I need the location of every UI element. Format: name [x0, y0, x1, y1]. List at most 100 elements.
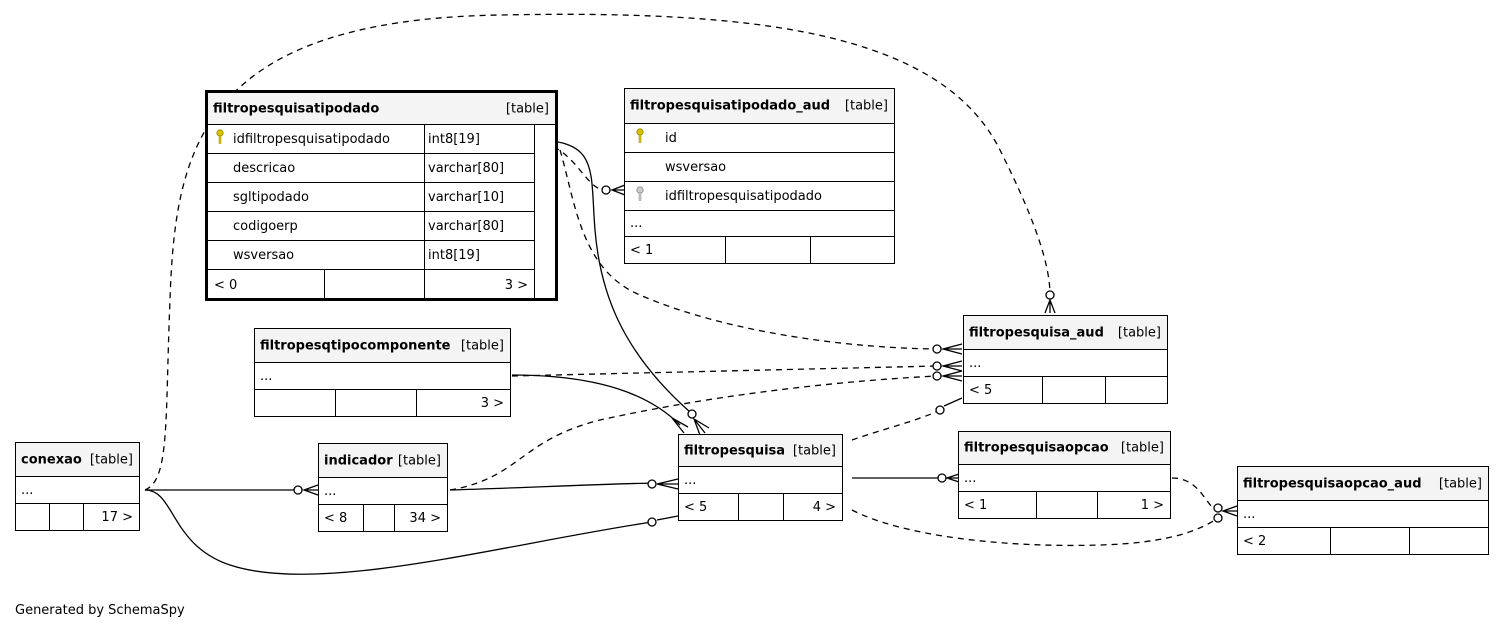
- table-name: indicador: [324, 453, 393, 468]
- parents-count: < 5: [684, 499, 708, 515]
- table-type: [table]: [844, 98, 888, 114]
- ellipsis: ...: [1243, 506, 1256, 522]
- column-name: wsversao: [665, 159, 727, 175]
- table-filtropesquisatipodado[interactable]: filtropesquisatipodado [table] idfiltrop…: [205, 90, 558, 301]
- edge-tipocomponente-to-pesquisa: [511, 374, 681, 426]
- table-footer: 3 >: [255, 390, 510, 416]
- ellipsis-row: ...: [255, 363, 510, 390]
- column-name: idfiltropesquisatipodado: [665, 188, 822, 204]
- primary-key-icon: [635, 128, 645, 148]
- table-footer: < 1: [625, 237, 894, 263]
- table-type: [table]: [1120, 440, 1164, 456]
- children-count: [1409, 528, 1488, 554]
- table-type: [table]: [1438, 476, 1482, 491]
- column-name: codigoerp: [233, 218, 298, 234]
- parents-count: < 8: [324, 510, 348, 526]
- table-type: [table]: [792, 443, 836, 458]
- parents-count: < 1: [964, 497, 988, 513]
- column-row: codigoerp varchar[80]: [208, 212, 534, 241]
- children-count: [810, 237, 894, 263]
- foreign-key-icon: [635, 186, 645, 206]
- ellipsis-row: ...: [964, 350, 1167, 377]
- column-name: sgltipodado: [233, 189, 309, 205]
- table-header: conexao [table]: [16, 443, 139, 477]
- ellipsis: ...: [21, 482, 34, 498]
- children-count: 34 >: [409, 510, 441, 526]
- edge-indicador-to-pesquisa: [449, 482, 656, 491]
- table-footer: < 5: [964, 377, 1167, 403]
- column-row: id: [625, 124, 894, 153]
- ellipsis-row: ...: [319, 478, 447, 505]
- table-header: filtropesquisatipodado [table]: [208, 93, 555, 125]
- column-type: varchar[80]: [428, 218, 505, 234]
- table-footer: < 5 4 >: [679, 494, 842, 520]
- table-filtropesquisa-aud[interactable]: filtropesquisa_aud [table] ... < 5: [963, 315, 1168, 404]
- table-header: indicador [table]: [319, 444, 447, 478]
- table-type: [table]: [397, 453, 441, 468]
- table-footer: < 8 34 >: [319, 505, 447, 531]
- table-header: filtropesquisaopcao [table]: [959, 432, 1170, 465]
- table-footer: 17 >: [16, 504, 139, 530]
- parents-count: < 0: [214, 277, 238, 293]
- table-header: filtropesquisaopcao_aud [table]: [1238, 467, 1488, 501]
- column-row: idfiltropesquisatipodado: [625, 182, 894, 211]
- table-indicador[interactable]: indicador [table] ... < 8 34 >: [318, 443, 448, 532]
- table-filtropesquisaopcao[interactable]: filtropesquisaopcao [table] ... < 1 1 >: [958, 431, 1171, 519]
- parents-count: < 1: [630, 242, 654, 258]
- column-name: wsversao: [233, 247, 295, 263]
- column-type: varchar[80]: [428, 160, 505, 176]
- table-type: [table]: [1117, 325, 1161, 340]
- children-count: [1105, 377, 1167, 403]
- table-footer: < 0 3 >: [208, 270, 534, 300]
- table-header: filtropesquisa_aud [table]: [964, 316, 1167, 350]
- table-filtropesquisaopcao-aud[interactable]: filtropesquisaopcao_aud [table] ... < 2: [1237, 466, 1489, 555]
- table-type: [table]: [505, 101, 549, 116]
- ellipsis-row: ...: [1238, 501, 1488, 528]
- table-name: filtropesquisatipodado_aud: [630, 98, 831, 114]
- ellipsis-row: ...: [16, 477, 139, 504]
- table-type: [table]: [460, 338, 504, 353]
- ellipsis: ...: [684, 472, 697, 488]
- ellipsis-row: ...: [959, 465, 1170, 492]
- table-filtropesqtipocomponente[interactable]: filtropesqtipocomponente [table] ... 3 >: [254, 328, 511, 417]
- table-name: filtropesquisatipodado: [213, 101, 380, 116]
- column-type: int8[19]: [428, 131, 480, 147]
- table-name: conexao: [21, 452, 82, 467]
- edge-opcao-to-opcao-aud: [1171, 477, 1219, 513]
- ellipsis-row: ...: [625, 211, 894, 237]
- children-count: 17 >: [101, 509, 133, 525]
- children-count: 3 >: [504, 277, 528, 293]
- table-header: filtropesquisa [table]: [679, 435, 842, 467]
- primary-key-icon: [215, 129, 225, 149]
- column-row: sgltipodado varchar[10]: [208, 183, 534, 212]
- column-row: descricao varchar[80]: [208, 154, 534, 183]
- column-name: descricao: [233, 160, 296, 176]
- parents-count: < 2: [1243, 533, 1267, 549]
- table-header: filtropesquisatipodado_aud [table]: [625, 89, 894, 124]
- ellipsis: ...: [630, 216, 643, 231]
- table-filtropesquisa[interactable]: filtropesquisa [table] ... < 5 4 >: [678, 434, 843, 521]
- table-header: filtropesqtipocomponente [table]: [255, 329, 510, 363]
- table-name: filtropesquisa: [684, 443, 786, 458]
- column-type: int8[19]: [428, 247, 480, 263]
- edge-tipocomponente-to-pesquisa-aud: [511, 365, 938, 377]
- column-type: varchar[10]: [428, 189, 505, 205]
- edge-pesquisa-to-pesquisa-aud: [851, 409, 941, 441]
- ellipsis: ...: [260, 368, 273, 384]
- table-name: filtropesquisaopcao: [964, 440, 1109, 456]
- generated-by-footer: Generated by SchemaSpy: [15, 603, 185, 618]
- table-name: filtropesquisa_aud: [969, 325, 1104, 340]
- parents-count: < 5: [969, 382, 993, 398]
- ellipsis: ...: [324, 483, 337, 499]
- table-filtropesquisatipodado-aud[interactable]: filtropesquisatipodado_aud [table] id ws…: [624, 88, 895, 264]
- children-count: 1 >: [1140, 497, 1164, 513]
- table-name: filtropesqtipocomponente: [260, 338, 451, 353]
- table-footer: < 1 1 >: [959, 492, 1170, 518]
- table-conexao[interactable]: conexao [table] ... 17 >: [15, 442, 140, 531]
- column-row: wsversao: [625, 153, 894, 182]
- ellipsis-row: ...: [679, 467, 842, 494]
- column-name: id: [665, 130, 677, 146]
- ellipsis: ...: [964, 470, 977, 486]
- table-footer: < 2: [1238, 528, 1488, 554]
- column-row: idfiltropesquisatipodado int8[19]: [208, 125, 534, 154]
